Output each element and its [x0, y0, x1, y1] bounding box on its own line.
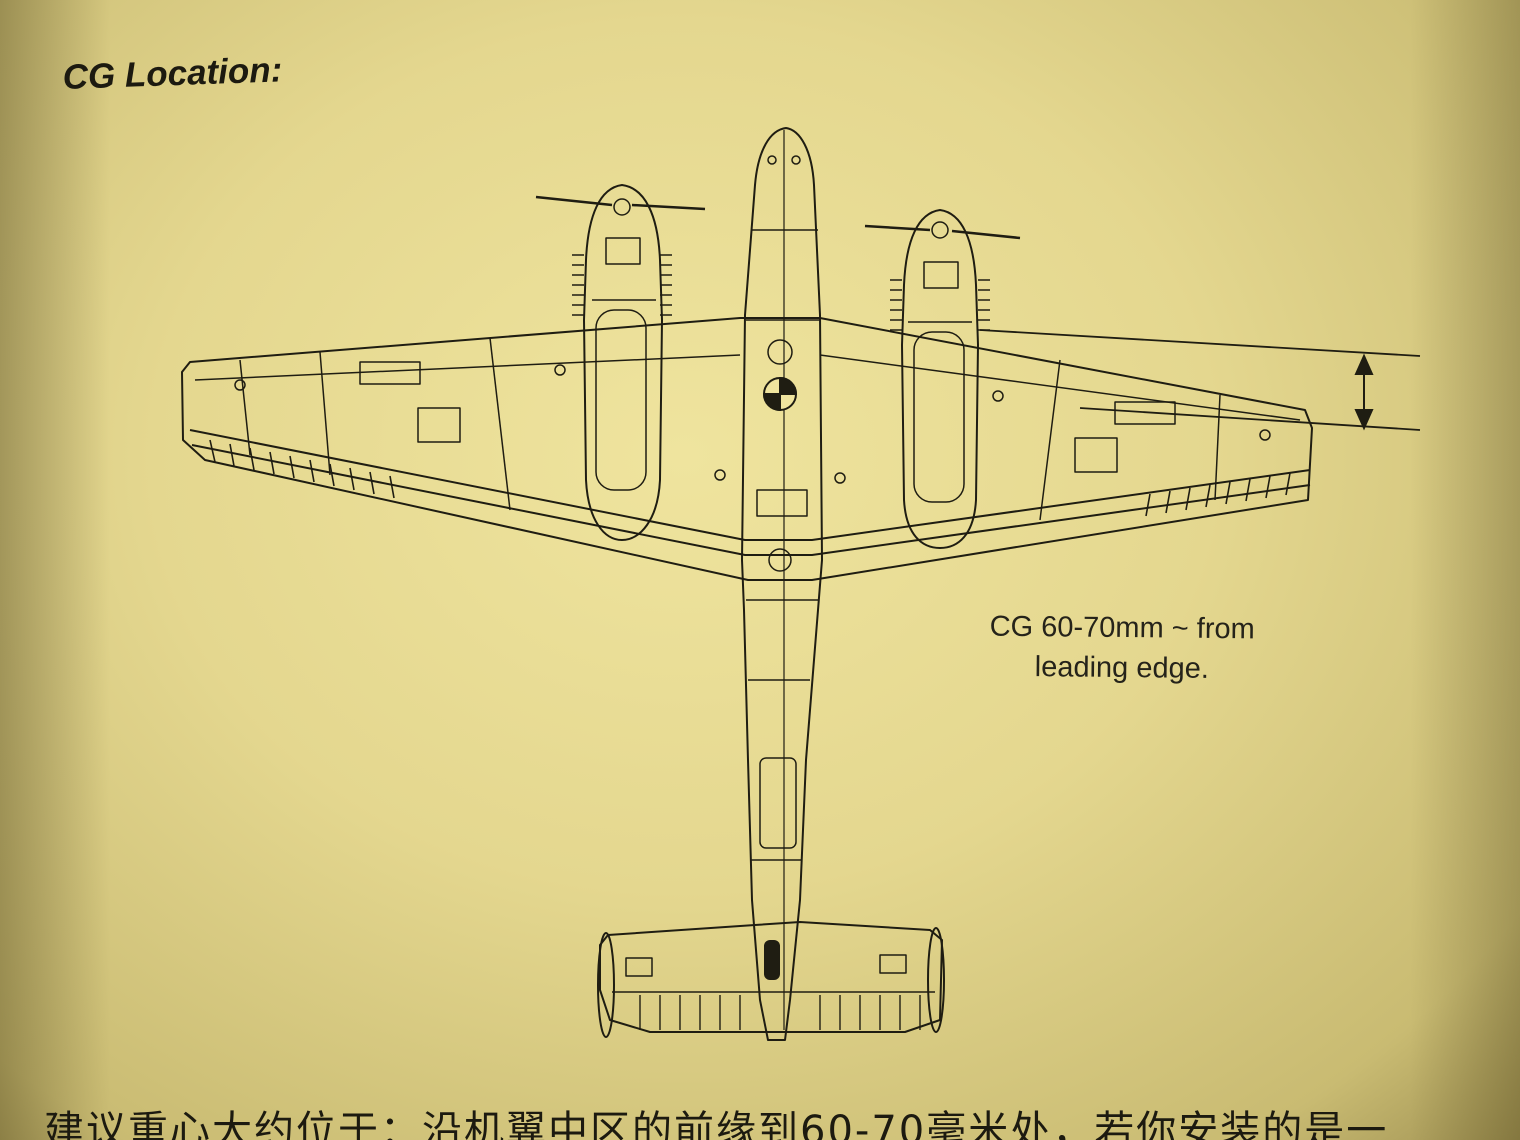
left-nacelle — [583, 184, 663, 541]
left-aileron-hatch — [209, 439, 395, 499]
cg-note-line-1: CG 60-70mm ~ from — [989, 610, 1255, 646]
wing-outline — [181, 317, 1313, 581]
left-propeller — [535, 195, 706, 211]
right-nacelle — [901, 209, 979, 549]
fuselage — [741, 127, 823, 1041]
cg-reference-line-top — [979, 329, 1421, 357]
tail-wheel — [764, 940, 780, 980]
double-arrow-icon — [1354, 353, 1374, 431]
cg-symbol-icon — [762, 376, 798, 412]
horizontal-tail — [599, 921, 943, 1033]
cg-note: CG 60-70mm ~ from leading edge. — [962, 606, 1283, 689]
right-aileron-hatch — [1145, 472, 1291, 517]
cg-note-line-2: leading edge. — [1034, 651, 1210, 685]
right-propeller — [864, 224, 1021, 240]
chinese-instruction-text: 建议重心大约位于：沿机翼中区的前缘到60-70毫米处，若你安装的是一 — [44, 1108, 1389, 1140]
